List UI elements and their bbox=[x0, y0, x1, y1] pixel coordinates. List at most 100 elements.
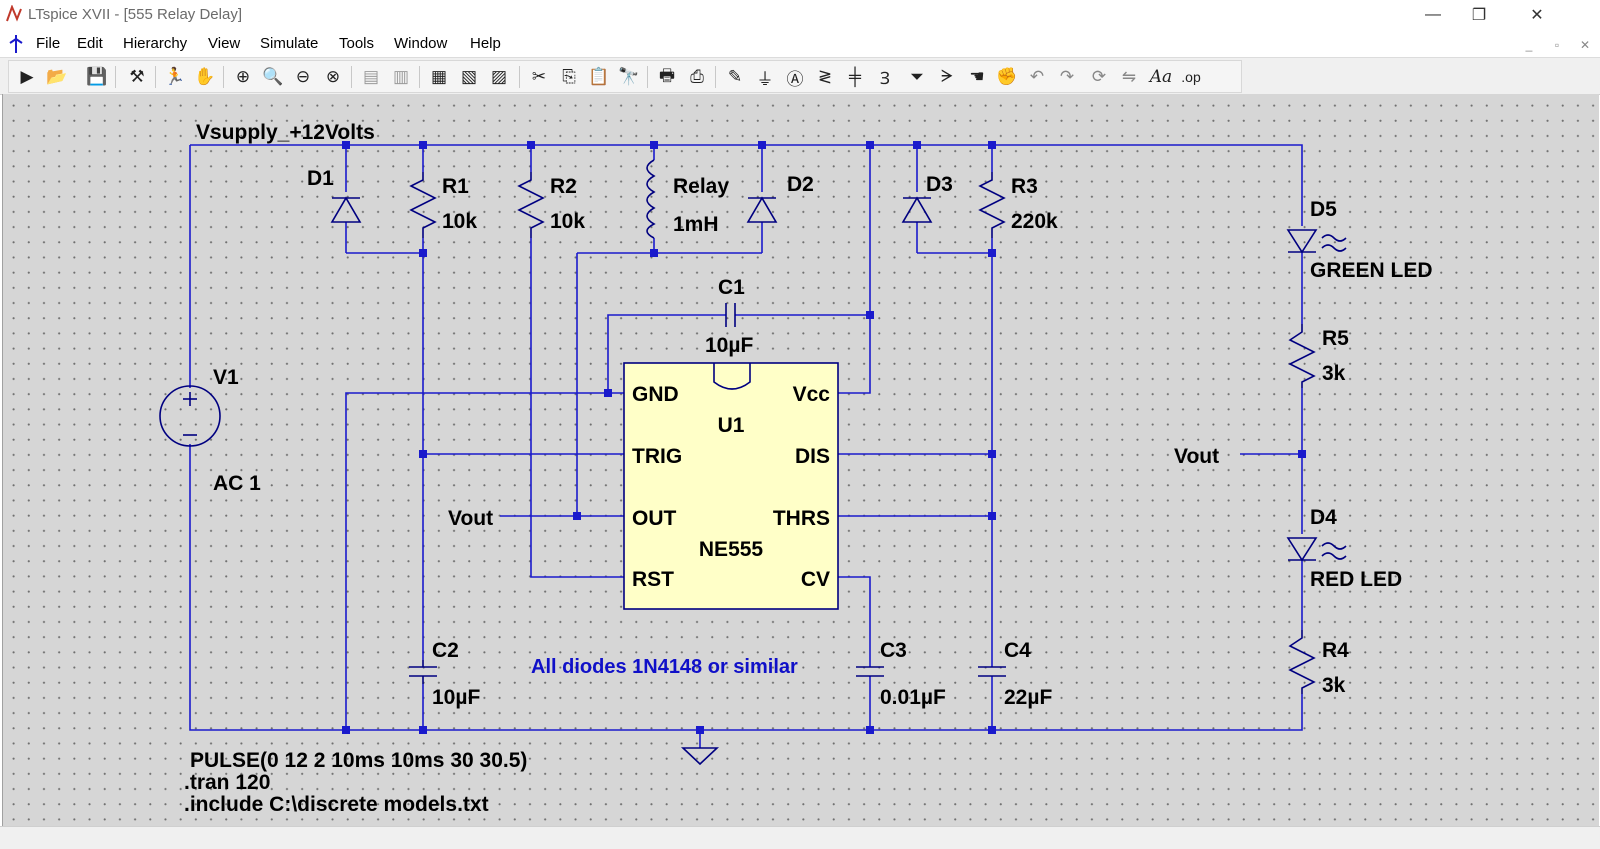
resistor-r2-symbol[interactable] bbox=[517, 172, 545, 238]
print-icon[interactable]: 🖶 bbox=[658, 65, 676, 85]
label-d5-value[interactable]: GREEN LED bbox=[1310, 259, 1433, 282]
directive-pulse[interactable]: PULSE(0 12 2 10ms 10ms 30 30.5) bbox=[190, 749, 527, 772]
net-label-vout-left[interactable]: Vout bbox=[448, 507, 493, 530]
label-r2-name[interactable]: R2 bbox=[550, 175, 577, 198]
open-icon[interactable]: 📂 bbox=[46, 67, 68, 86]
label-d4-value[interactable]: RED LED bbox=[1310, 568, 1402, 591]
undo-icon[interactable]: ↶ bbox=[1029, 67, 1045, 86]
run-icon[interactable]: ▶ bbox=[20, 67, 34, 86]
net-label-vout-right[interactable]: Vout bbox=[1174, 445, 1219, 468]
menu-edit[interactable]: Edit bbox=[77, 35, 103, 52]
resistor-r4-symbol[interactable] bbox=[1288, 630, 1316, 694]
zoom-area-icon[interactable]: 🔍 bbox=[262, 67, 284, 86]
delete-trace-icon[interactable]: ▥ bbox=[392, 67, 410, 86]
label-r5-name[interactable]: R5 bbox=[1322, 327, 1349, 350]
component-icon[interactable]: ᗒ bbox=[940, 67, 954, 86]
cut-icon[interactable]: ✂ bbox=[531, 67, 547, 86]
resistor-r5-symbol[interactable] bbox=[1288, 324, 1316, 388]
label-c2-value[interactable]: 10µF bbox=[432, 686, 480, 709]
capacitor-c2-symbol[interactable] bbox=[409, 660, 437, 684]
capacitor-icon[interactable]: ╪ bbox=[848, 67, 862, 86]
text-icon[interactable]: Aa bbox=[1149, 67, 1173, 87]
inductor-relay-symbol[interactable] bbox=[646, 159, 656, 239]
label-c4-name[interactable]: C4 bbox=[1004, 639, 1031, 662]
resistor-icon[interactable]: ≷ bbox=[817, 67, 833, 86]
paste-icon[interactable]: 📋 bbox=[588, 67, 610, 86]
menu-simulate[interactable]: Simulate bbox=[260, 35, 319, 52]
halt-icon[interactable]: 🏃 bbox=[164, 67, 186, 86]
voltage-source-v1-symbol[interactable] bbox=[159, 385, 221, 447]
capacitor-c4-symbol[interactable] bbox=[978, 666, 1006, 677]
save-icon[interactable]: 💾 bbox=[86, 67, 108, 86]
ground-symbol[interactable] bbox=[680, 747, 720, 766]
diode-d1-symbol[interactable] bbox=[330, 196, 362, 223]
led-d5-symbol[interactable] bbox=[1286, 229, 1347, 254]
label-relay-name[interactable]: Relay bbox=[673, 175, 729, 198]
menu-view[interactable]: View bbox=[208, 35, 241, 52]
label-d2-name[interactable]: D2 bbox=[787, 173, 814, 196]
label-r1-name[interactable]: R1 bbox=[442, 175, 469, 198]
schematic-doc-icon[interactable] bbox=[6, 33, 26, 55]
restore-button[interactable]: ❐ bbox=[1471, 7, 1487, 24]
pan-icon[interactable]: ✋ bbox=[194, 67, 216, 86]
mdi-close-button[interactable]: ✕ bbox=[1579, 38, 1591, 52]
rotate-icon[interactable]: ⟳ bbox=[1091, 67, 1107, 86]
menu-tools[interactable]: Tools bbox=[339, 35, 375, 52]
label-u1-name[interactable]: U1 bbox=[718, 414, 745, 437]
resistor-r1-symbol[interactable] bbox=[409, 172, 437, 238]
draw-wire-icon[interactable]: ✎ bbox=[727, 67, 743, 86]
copy-icon[interactable]: ⎘ bbox=[562, 67, 576, 86]
label-v1-name[interactable]: V1 bbox=[213, 366, 239, 389]
menu-help[interactable]: Help bbox=[470, 35, 501, 52]
label-d4-name[interactable]: D4 bbox=[1310, 506, 1337, 529]
comment-note[interactable]: All diodes 1N4148 or similar bbox=[531, 656, 798, 678]
directive-include[interactable]: .include C:\discrete models.txt bbox=[184, 793, 489, 816]
zoom-out-icon[interactable]: ⊖ bbox=[295, 67, 311, 86]
label-c2-name[interactable]: C2 bbox=[432, 639, 459, 662]
label-r5-value[interactable]: 3k bbox=[1322, 362, 1346, 385]
label-c4-value[interactable]: 22µF bbox=[1004, 686, 1052, 709]
label-v1-value[interactable]: AC 1 bbox=[213, 472, 261, 495]
label-r1-value[interactable]: 10k bbox=[442, 210, 477, 233]
ground-icon[interactable]: ⏚ bbox=[756, 69, 774, 89]
menu-hierarchy[interactable]: Hierarchy bbox=[123, 35, 188, 52]
diode-icon[interactable]: ⏷ bbox=[910, 67, 924, 86]
redo-icon[interactable]: ↷ bbox=[1059, 67, 1075, 86]
print-setup-icon[interactable]: ⎙ bbox=[690, 67, 704, 86]
net-label-supply[interactable]: Vsupply_+12Volts bbox=[196, 121, 375, 144]
diode-d3-symbol[interactable] bbox=[901, 196, 933, 223]
label-r3-value[interactable]: 220k bbox=[1011, 210, 1058, 233]
label-d3-name[interactable]: D3 bbox=[926, 173, 953, 196]
label-relay-value[interactable]: 1mH bbox=[673, 213, 719, 236]
zoom-in-icon[interactable]: ⊕ bbox=[235, 67, 251, 86]
find-icon[interactable]: 🔭 bbox=[618, 67, 640, 86]
label-c1-value[interactable]: 10µF bbox=[705, 334, 753, 357]
spice-directive-icon[interactable]: .op bbox=[1181, 69, 1201, 85]
label-c3-value[interactable]: 0.01µF bbox=[880, 686, 946, 709]
resistor-r3-symbol[interactable] bbox=[978, 172, 1006, 238]
control-panel-icon[interactable]: ⚒ bbox=[129, 67, 145, 86]
zoom-fit-icon[interactable]: ⊗ bbox=[325, 67, 341, 86]
cascade-icon[interactable]: ▨ bbox=[490, 67, 508, 86]
label-r2-value[interactable]: 10k bbox=[550, 210, 585, 233]
led-d4-symbol[interactable] bbox=[1286, 537, 1347, 562]
move-icon[interactable]: ☚ bbox=[969, 67, 985, 86]
close-button[interactable]: ✕ bbox=[1530, 7, 1544, 24]
ic-u1-symbol[interactable] bbox=[623, 362, 839, 610]
label-c1-name[interactable]: C1 bbox=[718, 276, 745, 299]
label-net-icon[interactable]: Ⓐ bbox=[786, 69, 804, 89]
tile-horizontal-icon[interactable]: ▦ bbox=[430, 67, 448, 86]
schematic-canvas[interactable] bbox=[2, 94, 1599, 826]
label-r4-name[interactable]: R4 bbox=[1322, 639, 1349, 662]
autorange-icon[interactable]: ▤ bbox=[362, 67, 380, 86]
directive-tran[interactable]: .tran 120 bbox=[184, 771, 270, 794]
inductor-icon[interactable]: Ɜ bbox=[880, 68, 890, 88]
menu-file[interactable]: File bbox=[36, 35, 61, 52]
mirror-icon[interactable]: ⇋ bbox=[1121, 67, 1137, 86]
label-c3-name[interactable]: C3 bbox=[880, 639, 907, 662]
mdi-minimize-button[interactable]: _ bbox=[1525, 38, 1533, 52]
capacitor-c1-symbol[interactable] bbox=[725, 303, 736, 327]
label-r4-value[interactable]: 3k bbox=[1322, 674, 1346, 697]
label-u1-part[interactable]: NE555 bbox=[699, 538, 764, 561]
label-d1-name[interactable]: D1 bbox=[307, 167, 334, 190]
